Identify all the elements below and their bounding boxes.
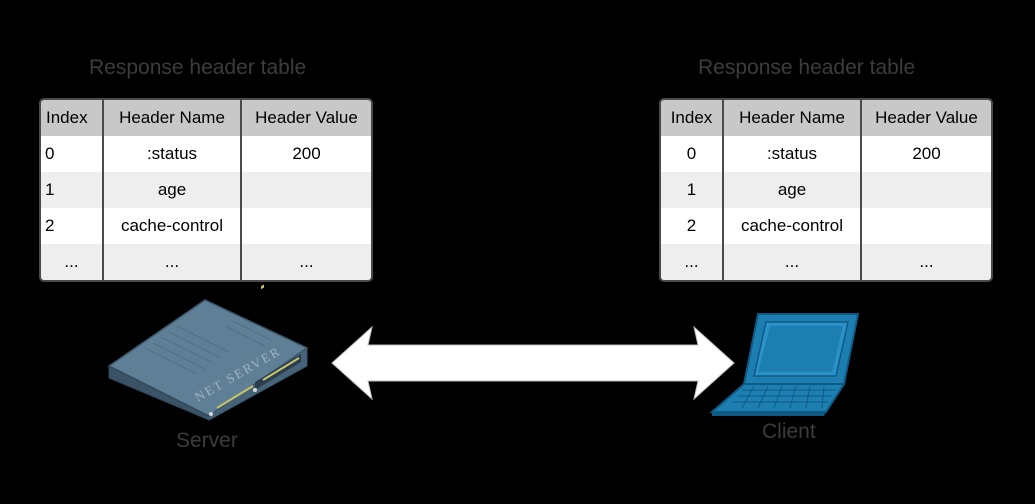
right-header-table: Index Header Name Header Value 0 :status… <box>659 98 993 282</box>
cell-header-name: ... <box>102 244 241 280</box>
left-table-title: Response header table <box>89 56 307 79</box>
cell-index: 2 <box>661 208 723 244</box>
column-header-index: Index <box>661 100 723 136</box>
table-row: 2 cache-control <box>661 208 991 244</box>
cell-header-value <box>860 172 991 208</box>
column-header-name: Header Name <box>722 100 861 136</box>
cell-header-name: age <box>722 172 861 208</box>
column-header-index: Index <box>41 100 103 136</box>
client-label: Client <box>762 420 816 443</box>
cell-header-name: cache-control <box>722 208 861 244</box>
server-label: Server <box>176 429 238 452</box>
table-header-row: Index Header Name Header Value <box>41 100 371 136</box>
cell-index: 1 <box>661 172 723 208</box>
table-row: 2 cache-control <box>41 208 371 244</box>
cell-header-name: age <box>102 172 241 208</box>
cell-header-name: :status <box>102 136 241 172</box>
table-row: 0 :status 200 <box>661 136 991 172</box>
cell-index: 0 <box>661 136 723 172</box>
cell-header-value: ... <box>240 244 371 280</box>
double-arrow-icon <box>331 325 735 401</box>
server-icon <box>107 284 309 421</box>
table-row: 1 age <box>41 172 371 208</box>
table-row: 0 :status 200 <box>41 136 371 172</box>
server-device-text: NET SERVER <box>192 343 284 405</box>
cell-header-value: 200 <box>240 136 371 172</box>
laptop-icon <box>709 313 860 416</box>
cell-header-name: :status <box>722 136 861 172</box>
cell-header-name: ... <box>722 244 861 280</box>
cell-header-value: 200 <box>860 136 991 172</box>
table-row: ... ... ... <box>661 244 991 280</box>
server-text: NET SERVER <box>192 343 284 405</box>
cell-index: 2 <box>41 208 103 244</box>
cell-header-name: cache-control <box>102 208 241 244</box>
table-header-row: Index Header Name Header Value <box>661 100 991 136</box>
column-header-value: Header Value <box>860 100 991 136</box>
cell-header-value <box>860 208 991 244</box>
table-row: ... ... ... <box>41 244 371 280</box>
cell-header-value <box>240 172 371 208</box>
cell-index: ... <box>661 244 723 280</box>
left-header-table: Index Header Name Header Value 0 :status… <box>39 98 373 282</box>
column-header-name: Header Name <box>102 100 241 136</box>
cell-index: ... <box>41 244 103 280</box>
cell-index: 1 <box>41 172 103 208</box>
column-header-value: Header Value <box>240 100 371 136</box>
cell-index: 0 <box>41 136 103 172</box>
cell-header-value: ... <box>860 244 991 280</box>
cell-header-value <box>240 208 371 244</box>
right-table-title: Response header table <box>698 56 916 79</box>
table-row: 1 age <box>661 172 991 208</box>
